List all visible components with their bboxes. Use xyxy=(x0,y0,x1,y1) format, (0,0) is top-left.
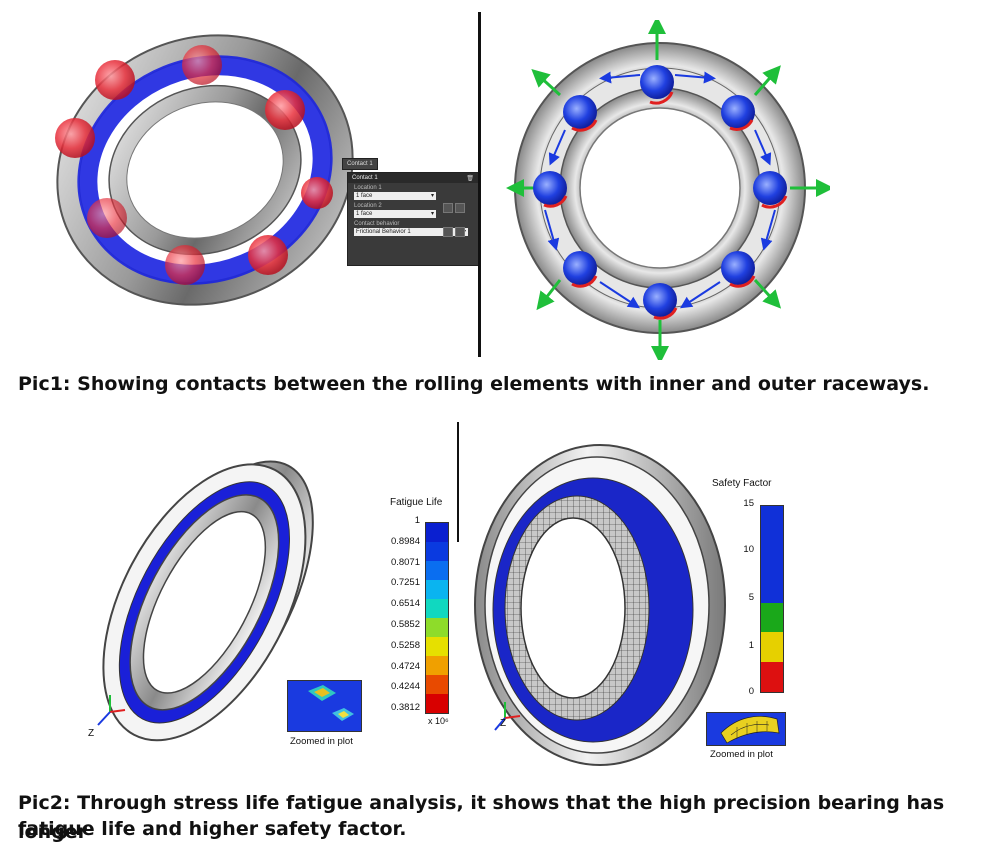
axis-triad xyxy=(97,695,126,726)
axis-triad-2 xyxy=(494,702,521,731)
safety-tick-label: 1 xyxy=(748,640,754,651)
safety-colorbar xyxy=(760,505,784,693)
fatigue-bearing-image xyxy=(97,460,314,742)
fatigue-tick-label: 0.6514 xyxy=(390,598,420,610)
safety-tick-label: 0 xyxy=(748,686,754,697)
pic2-caption-line1: Pic2: Through stress life fatigue analys… xyxy=(18,792,945,843)
fatigue-tick-label: 0.5258 xyxy=(390,639,420,651)
safety-legend-title: Safety Factor xyxy=(712,478,772,489)
pic1-divider xyxy=(478,12,481,357)
blue-force-arrows xyxy=(544,71,776,309)
fatigue-color-step xyxy=(426,637,448,656)
add-location2-button[interactable] xyxy=(443,227,453,237)
fatigue-color-step xyxy=(426,694,448,713)
contact-panel: Contact 1 Location 1 1 face ▾ Location 2… xyxy=(347,172,479,266)
fatigue-tick-label: 0.5852 xyxy=(390,618,420,630)
safety-bearing-image xyxy=(474,444,726,766)
safety-color-step xyxy=(761,662,783,692)
fatigue-legend-title: Fatigue Life xyxy=(390,497,443,508)
fatigue-tick-label: 0.3812 xyxy=(390,702,420,714)
select-location1-button[interactable] xyxy=(455,203,465,213)
location2-label: Location 2 xyxy=(354,203,382,209)
fatigue-color-step xyxy=(426,523,448,542)
fatigue-colorbar xyxy=(425,522,449,714)
fatigue-tick-label: 0.7251 xyxy=(390,577,420,589)
location1-label: Location 1 xyxy=(354,185,382,191)
fatigue-color-step xyxy=(426,618,448,637)
fatigue-tick-label: 0.4724 xyxy=(390,660,420,672)
axis-z-label-2: Z xyxy=(500,718,507,729)
safety-zoom-plot xyxy=(706,712,786,746)
fatigue-tick-label: 0.8984 xyxy=(390,535,420,547)
fatigue-zoom-label: Zoomed in plot xyxy=(290,736,353,747)
green-force-arrows xyxy=(506,20,830,360)
contact-tab[interactable]: Contact 1 xyxy=(342,158,378,170)
fatigue-color-step xyxy=(426,542,448,561)
safety-zoom-label: Zoomed in plot xyxy=(710,749,773,760)
blue-balls xyxy=(533,65,787,317)
contact-balls xyxy=(55,45,333,285)
bearing-forces-image xyxy=(506,20,830,360)
pic2-divider xyxy=(457,422,459,542)
safety-tick-label: 10 xyxy=(743,544,754,555)
safety-tick-label: 15 xyxy=(743,498,754,509)
location1-field[interactable]: 1 face ▾ xyxy=(354,192,436,200)
fatigue-color-step xyxy=(426,580,448,599)
trash-icon[interactable]: 🗑 xyxy=(466,176,474,182)
fatigue-color-step xyxy=(426,561,448,580)
chevron-down-icon: ▾ xyxy=(430,193,434,199)
fatigue-color-step xyxy=(426,656,448,675)
safety-color-step xyxy=(761,506,783,603)
safety-color-step xyxy=(761,632,783,663)
select-location2-button[interactable] xyxy=(455,227,465,237)
red-rotation-arcs xyxy=(543,91,788,320)
chevron-down-icon: ▾ xyxy=(430,211,434,217)
bearing-contacts-image xyxy=(55,34,354,306)
behavior-label: Contact behavior xyxy=(354,221,400,227)
location2-field[interactable]: 1 face ▾ xyxy=(354,210,436,218)
safety-tick-label: 5 xyxy=(748,592,754,603)
pic2-caption-line2: fatigue life and higher safety factor. xyxy=(18,818,407,840)
fatigue-tick-label: 0.4244 xyxy=(390,681,420,693)
fatigue-color-step xyxy=(426,599,448,618)
pic1-caption: Pic1: Showing contacts between the rolli… xyxy=(18,373,930,395)
fatigue-tick-label: 1 xyxy=(414,515,420,526)
fatigue-color-step xyxy=(426,675,448,694)
fatigue-unit: x 10⁶ xyxy=(428,716,449,726)
fatigue-zoom-plot xyxy=(287,680,362,732)
contact-panel-header: Contact 1 xyxy=(348,173,478,183)
safety-color-step xyxy=(761,602,783,633)
axis-z-label: Z xyxy=(88,728,95,739)
fatigue-tick-label: 0.8071 xyxy=(390,556,420,568)
add-location1-button[interactable] xyxy=(443,203,453,213)
